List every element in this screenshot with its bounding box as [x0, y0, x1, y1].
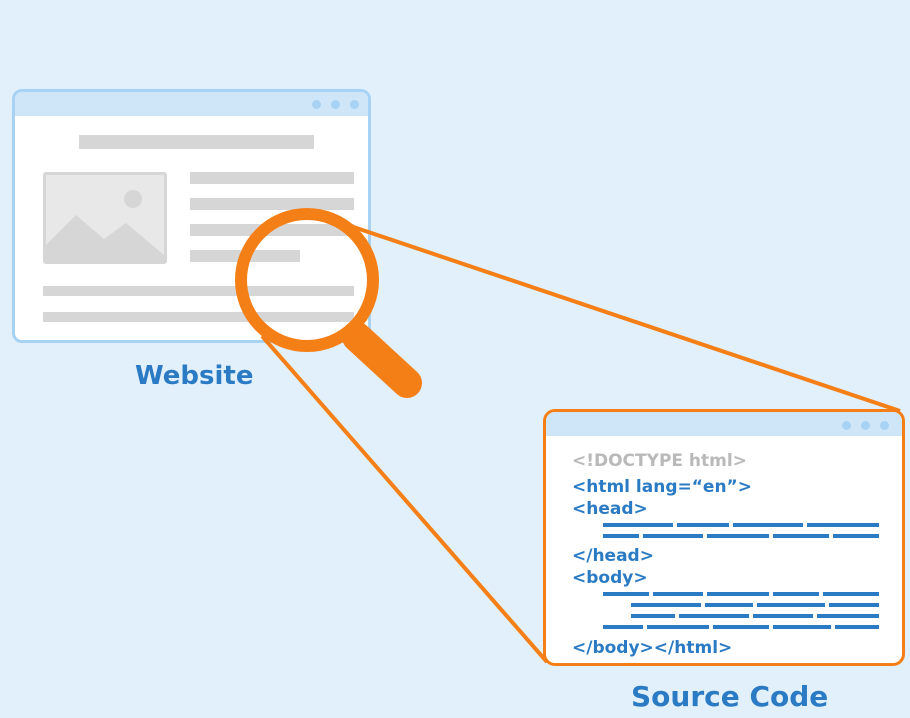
code-line-head-close: </head>: [572, 546, 654, 566]
code-line-head-open: <head>: [572, 499, 648, 519]
source-code-titlebar: [546, 412, 902, 436]
website-text-line: [190, 172, 354, 184]
code-line-body-open: <body>: [572, 568, 648, 588]
zoom-line-bottom: [260, 334, 549, 664]
zoom-line-top: [302, 208, 901, 413]
website-text-line: [43, 312, 354, 322]
window-dot-icon: [331, 100, 340, 109]
website-window: [12, 89, 371, 343]
window-dot-icon: [350, 100, 359, 109]
website-text-line: [190, 198, 354, 210]
code-line-doctype: <!DOCTYPE html>: [572, 451, 747, 471]
window-dot-icon: [312, 100, 321, 109]
website-heading-bar: [79, 135, 314, 149]
code-line-html-open: <html lang=“en”>: [572, 477, 752, 497]
website-text-line: [190, 224, 354, 236]
website-label: Website: [135, 361, 254, 391]
website-text-line: [43, 286, 354, 296]
code-line-body-close: </body></html>: [572, 638, 733, 658]
source-code-window: <!DOCTYPE html> <html lang=“en”> <head> …: [543, 409, 905, 666]
source-code-label: Source Code: [631, 680, 829, 713]
head-content-placeholder: [603, 523, 879, 543]
window-dot-icon: [861, 421, 870, 430]
body-content-placeholder: [603, 592, 879, 634]
window-dot-icon: [842, 421, 851, 430]
window-dot-icon: [880, 421, 889, 430]
website-titlebar: [15, 92, 368, 116]
website-text-line: [190, 250, 300, 262]
image-placeholder-icon: [43, 172, 167, 264]
